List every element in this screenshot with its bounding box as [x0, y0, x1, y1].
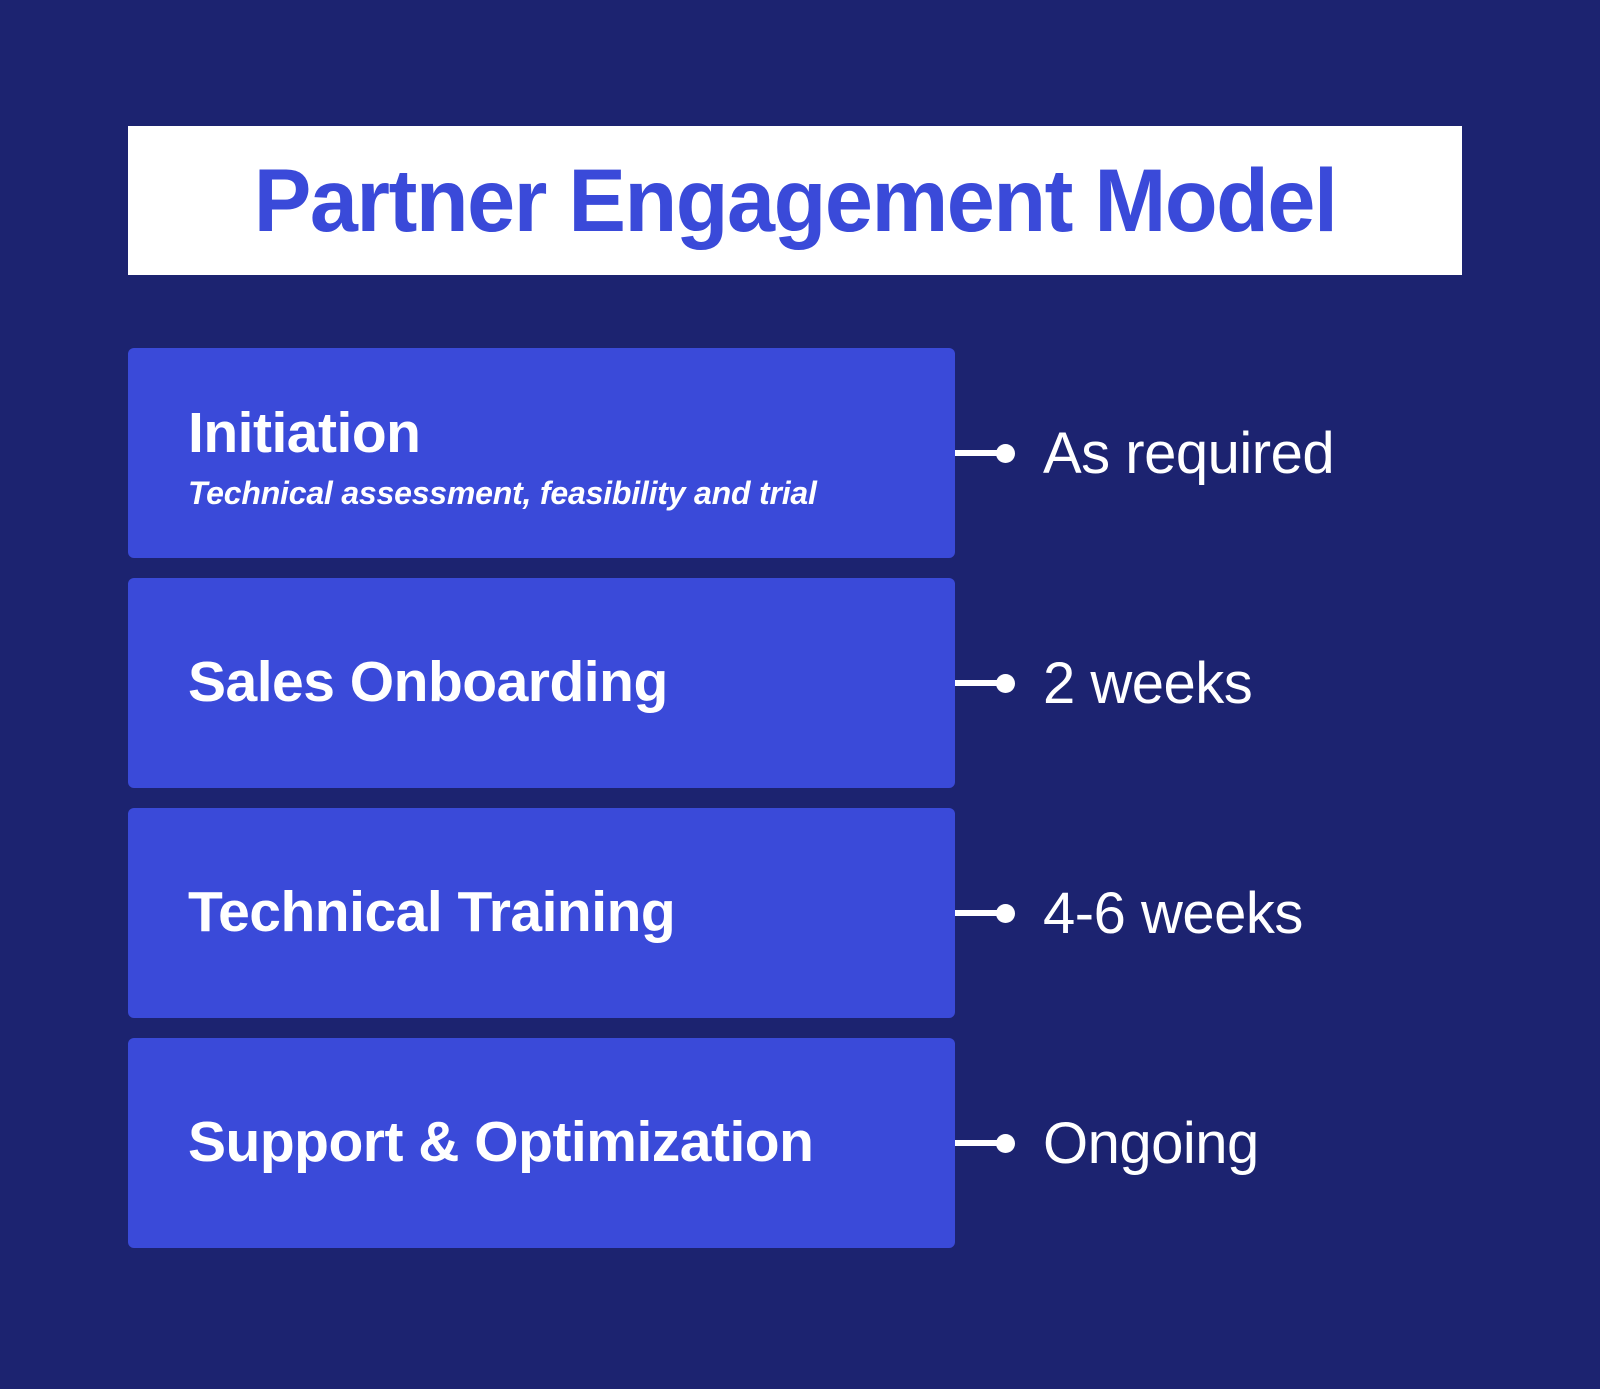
stage-box-technical-training[interactable]: Technical Training [128, 808, 955, 1018]
connector-dot-icon [996, 443, 1015, 463]
connector-stroke [955, 680, 999, 686]
stage-description: Technical assessment, feasibility and tr… [188, 474, 817, 511]
connector-line-sales-onboarding [955, 578, 1015, 788]
connector-dot-icon [996, 673, 1015, 693]
stage-row: Initiation Technical assessment, feasibi… [0, 348, 1600, 558]
connector-line-initiation [955, 348, 1015, 558]
stage-duration: Ongoing [1043, 1110, 1259, 1176]
page-title: Partner Engagement Model [253, 150, 1338, 250]
stage-box-support-optimization[interactable]: Support & Optimization [128, 1038, 955, 1248]
stage-duration: 2 weeks [1043, 650, 1253, 716]
stage-duration: As required [1043, 420, 1335, 486]
stage-title: Technical Training [188, 880, 676, 945]
stage-title: Support & Optimization [188, 1110, 814, 1175]
stage-row: Sales Onboarding 2 weeks [0, 578, 1600, 788]
connector-stroke [955, 910, 999, 916]
connector-dot-icon [996, 1133, 1015, 1153]
stage-list: Initiation Technical assessment, feasibi… [0, 348, 1600, 1248]
connector-stroke [955, 1140, 999, 1146]
stage-row: Technical Training 4-6 weeks [0, 808, 1600, 1018]
stage-title: Sales Onboarding [188, 650, 668, 715]
stage-duration: 4-6 weeks [1043, 880, 1303, 946]
connector-line-technical-training [955, 808, 1015, 1018]
stage-title: Initiation [188, 400, 421, 465]
connector-dot-icon [996, 903, 1015, 923]
stage-box-initiation[interactable]: Initiation Technical assessment, feasibi… [128, 348, 955, 558]
title-banner: Partner Engagement Model [128, 126, 1462, 275]
connector-line-support-optimization [955, 1038, 1015, 1248]
stage-row: Support & Optimization Ongoing [0, 1038, 1600, 1248]
connector-stroke [955, 450, 999, 456]
stage-box-sales-onboarding[interactable]: Sales Onboarding [128, 578, 955, 788]
